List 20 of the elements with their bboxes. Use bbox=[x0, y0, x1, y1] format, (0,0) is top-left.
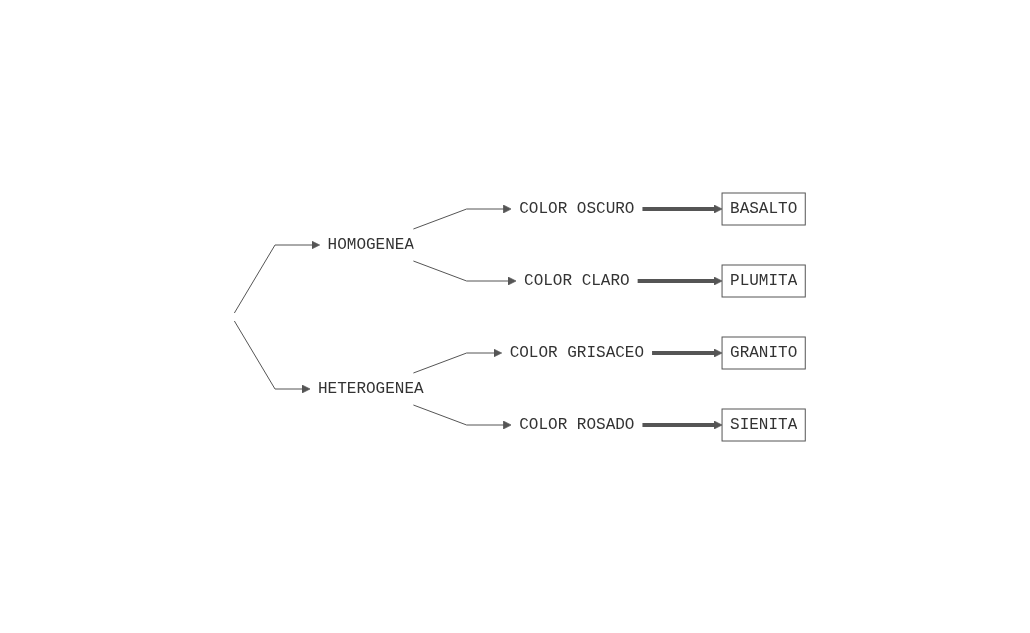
arrow bbox=[642, 420, 723, 429]
arrow bbox=[638, 276, 723, 285]
arrow bbox=[652, 348, 723, 357]
category-label: HETEROGENEA bbox=[318, 379, 424, 398]
category-label: COLOR GRISACEO bbox=[510, 343, 645, 362]
arrow bbox=[234, 320, 311, 393]
arrow bbox=[413, 348, 503, 373]
category-label: COLOR ROSADO bbox=[519, 415, 635, 434]
arrow bbox=[642, 204, 723, 213]
result-box: BASALTO bbox=[721, 192, 807, 225]
arrow bbox=[413, 204, 512, 229]
result-box: SIENITA bbox=[721, 408, 807, 441]
category-label: COLOR OSCURO bbox=[519, 199, 635, 218]
result-box: GRANITO bbox=[721, 336, 807, 369]
result-box: PLUMITA bbox=[721, 264, 807, 297]
arrow bbox=[413, 404, 512, 429]
category-label: COLOR CLARO bbox=[524, 271, 630, 290]
arrow bbox=[413, 260, 517, 285]
arrow bbox=[234, 240, 321, 313]
category-label: HOMOGENEA bbox=[327, 235, 415, 254]
